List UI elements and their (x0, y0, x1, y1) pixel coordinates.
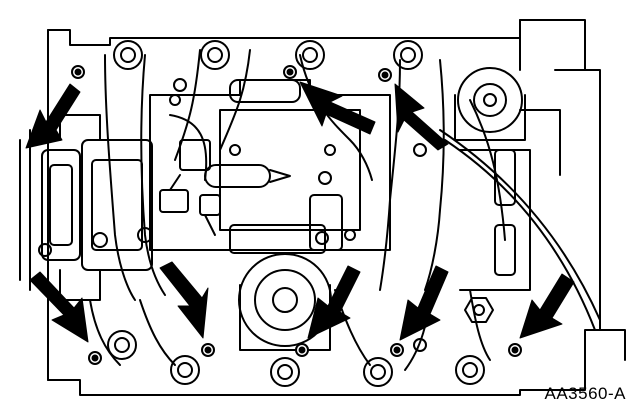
highlighted-bolts (71, 65, 522, 365)
arrow-lower-center-right (399, 265, 449, 341)
valve-assembly (159, 79, 343, 254)
arrow-upper-center (299, 81, 376, 135)
arrow-lower-right (519, 273, 575, 339)
misc-fasteners (38, 78, 494, 352)
engine-block-outline (19, 19, 626, 396)
arrow-lower-left (29, 271, 89, 343)
left-side-bracket (41, 114, 153, 301)
bolt-arrows (25, 81, 575, 343)
bolt-bosses (107, 40, 485, 387)
figure-code: AA3560-A (544, 384, 626, 403)
arrow-upper-left (25, 83, 81, 149)
right-housing (439, 67, 601, 331)
arrow-lower-center (307, 265, 361, 339)
arrow-upper-right (394, 83, 449, 151)
arrow-lower-center-left (159, 261, 209, 339)
